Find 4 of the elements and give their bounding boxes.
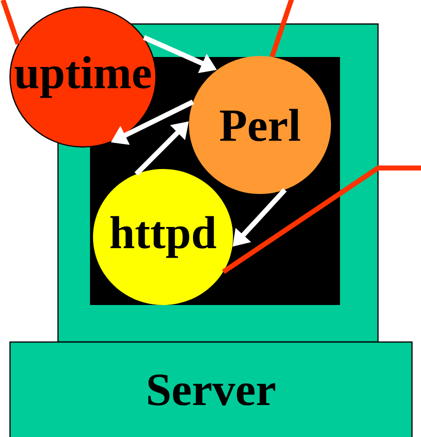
leader-line [270, 0, 294, 58]
leader-line [0, 0, 20, 45]
server-base: Server [9, 341, 413, 437]
leader-line [222, 166, 421, 274]
